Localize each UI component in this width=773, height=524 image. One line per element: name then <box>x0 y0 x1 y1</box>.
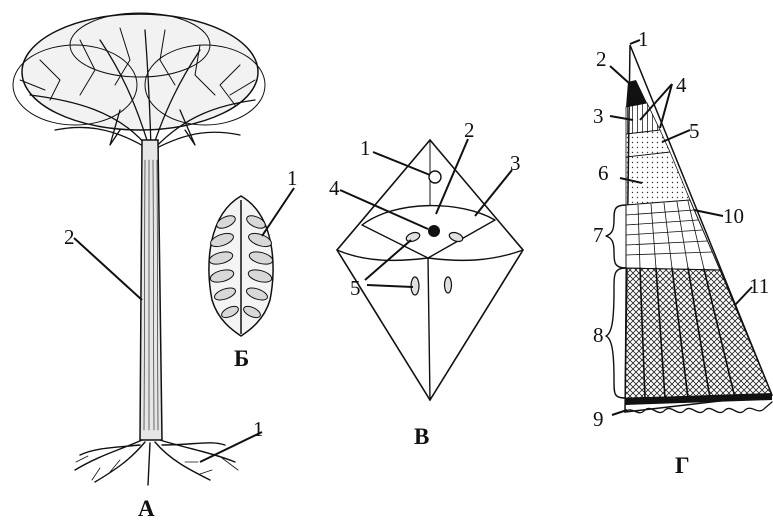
label-g-7: 7 <box>593 223 604 247</box>
tree-trunk <box>140 140 162 440</box>
label-g-6: 6 <box>598 161 609 185</box>
label-g-4: 4 <box>676 73 687 97</box>
zone-fine-dots <box>626 152 690 205</box>
label-g-11: 11 <box>749 274 769 298</box>
label-g-1: 1 <box>638 27 649 51</box>
label-g-8: 8 <box>593 323 604 347</box>
label-v-1: 1 <box>360 136 371 160</box>
sorus-leaf-icon <box>208 196 274 336</box>
apical-cell-icon <box>337 140 523 400</box>
label-g-5: 5 <box>689 119 700 143</box>
root-tip-section-icon <box>606 45 772 413</box>
label-a-1: 1 <box>253 417 264 441</box>
caption-g: Г <box>675 453 690 478</box>
panel-v: 1 2 3 4 5 В <box>329 118 523 449</box>
label-g-9: 9 <box>593 407 604 431</box>
label-a-2: 2 <box>64 225 75 249</box>
brace-8 <box>606 268 626 398</box>
panel-b: 1 Б <box>208 166 298 371</box>
label-v-5: 5 <box>350 276 361 300</box>
panel-g: 1 2 4 3 5 6 7 10 11 8 9 Г <box>593 27 772 478</box>
label-g-10: 10 <box>723 204 744 228</box>
label-g-2: 2 <box>596 47 607 71</box>
caption-v: В <box>414 424 429 449</box>
label-g-3: 3 <box>593 104 604 128</box>
caption-b: Б <box>234 346 249 371</box>
label-v-3: 3 <box>510 151 521 175</box>
tree-crown <box>13 13 265 150</box>
label-b-1: 1 <box>287 166 298 190</box>
pointer-line-v3 <box>475 170 512 216</box>
label-v-2: 2 <box>464 118 475 142</box>
pointer-line-b1 <box>262 188 294 236</box>
pointer-line-a2 <box>74 238 142 300</box>
caption-a: А <box>138 496 155 521</box>
pointer-line-g2 <box>610 66 630 84</box>
brace-7 <box>606 205 626 268</box>
tree-roots <box>75 440 238 485</box>
label-v-4: 4 <box>329 176 340 200</box>
